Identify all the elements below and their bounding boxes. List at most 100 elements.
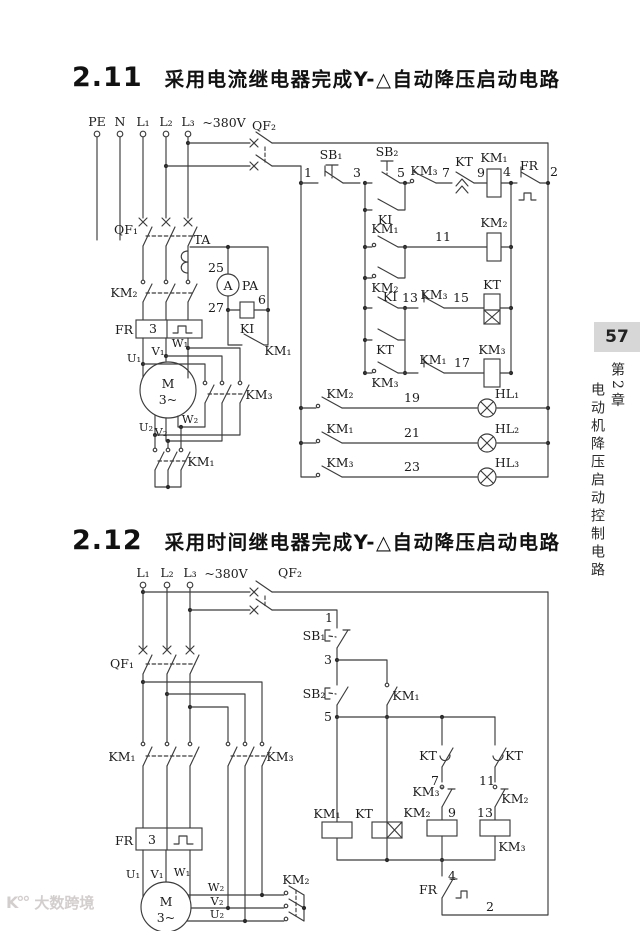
label-kt-delay-no: KT <box>505 748 523 763</box>
label-fr-main: FR <box>115 322 134 337</box>
node-27: 27 <box>208 300 224 315</box>
label-ta: TA <box>194 232 212 247</box>
motor-group: U₁ V₁ W₁ M 3~ KM₃ U₂ V₂ W₂ <box>127 336 273 490</box>
node-11: 11 <box>435 229 451 244</box>
km2-coil-branch: KT 7 KM₃ 9 KM₂ 4 FR 2 <box>403 716 549 916</box>
node-1: 1 <box>304 165 312 180</box>
section-2-12-header: 2.12 采用时间继电器完成Y-△自动降压启动电路 <box>72 525 560 556</box>
label-fr-contact: FR <box>520 158 539 173</box>
label-kt-delay-nc: KT <box>419 748 437 763</box>
label-hl3: HL₃ <box>495 455 519 470</box>
label-km1-coil: KM₁ <box>480 150 507 165</box>
node-3: 3 <box>324 652 332 667</box>
node-25: 25 <box>208 260 224 275</box>
label-km1-star: KM₁ <box>187 454 214 469</box>
label-v1: V₁ <box>151 344 165 358</box>
label-km3-contact: KM₃ <box>410 163 437 178</box>
label-kt-coil: KT <box>355 806 373 821</box>
circuit-diagram-2-12: L₁ L₂ L₃ ~380V QF₂ 1 SB₁ 3 <box>108 565 549 931</box>
section-number: 2.12 <box>72 525 143 556</box>
node-2: 2 <box>486 899 494 914</box>
label-km3-contact-2: KM₃ <box>371 375 398 390</box>
km1-main-contactor: KM₁ <box>108 741 200 829</box>
node-19: 19 <box>404 390 420 405</box>
motor-group-2: U₁ V₁ W₁ M 3~ W₂ V₂ U₂ KM₂ <box>126 849 310 931</box>
control-row-2: KM₁ 11 KM₂ KM₂ <box>362 215 514 295</box>
label-u2: U₂ <box>210 907 224 921</box>
node-1: 1 <box>325 610 333 625</box>
label-l2: L₂ <box>160 565 173 580</box>
section-title: 采用电流继电器完成Y-△自动降压启动电路 <box>164 68 561 91</box>
label-380v: ~380V <box>202 115 246 130</box>
current-transformer-circuit: TA 25 A PA 27 6 KI KM₁ <box>180 232 292 358</box>
hl2-lamp <box>477 433 497 453</box>
page-number: 57 <box>605 327 629 347</box>
node-17: 17 <box>454 355 470 370</box>
km1-coil <box>321 821 353 839</box>
node-7: 7 <box>442 165 450 180</box>
motor <box>139 361 197 419</box>
control-row-1: 1 SB₁ 3 SB₂ 5 KM₃ 7 KT 9 KM₁ 4 FR <box>298 144 558 201</box>
label-u1: U₁ <box>126 867 140 881</box>
node-13: 13 <box>402 290 418 305</box>
circuit-diagram-2-11: PE N L₁ L₂ L₃ ~380V QF₂ 1 SB₁ <box>88 114 558 490</box>
label-sb1: SB₁ <box>320 147 343 162</box>
node-13: 13 <box>477 805 493 820</box>
label-l3: L₃ <box>181 114 194 129</box>
chapter-title: 电动机降压启动控制电路 <box>589 382 605 580</box>
control-rails <box>300 142 549 478</box>
node-15: 15 <box>453 290 469 305</box>
label-w2: W₂ <box>182 412 198 426</box>
label-kt-contact: KT <box>455 154 473 169</box>
control-row-3: KI 13 KM₃ 15 KT KT <box>362 277 514 374</box>
node-6: 6 <box>258 292 266 307</box>
label-fr-3: 3 <box>148 832 156 847</box>
label-km3-main: KM₃ <box>245 387 272 402</box>
label-kt-contact-2: KT <box>376 342 394 357</box>
label-km1-hold: KM₁ <box>392 688 419 703</box>
label-fr-contact: FR <box>419 882 438 897</box>
label-motor-m: M <box>160 894 173 909</box>
label-km3-nc-contact: KM₃ <box>420 287 447 302</box>
section-number: 2.11 <box>72 62 143 93</box>
page-number-tab: 57 <box>594 322 640 352</box>
label-qf1: QF₁ <box>110 656 134 671</box>
watermark-text: 大数跨境 <box>34 894 95 912</box>
label-hl1: HL₁ <box>495 386 519 401</box>
km2-coil <box>426 819 458 837</box>
label-sb1: SB₁ <box>303 628 326 643</box>
label-w2: W₂ <box>208 880 224 894</box>
supply-terminals-2: L₁ L₂ L₃ ~380V <box>136 565 249 651</box>
km3-main-contactor: KM₃ <box>225 741 294 922</box>
section-title: 采用时间继电器完成Y-△自动降压启动电路 <box>164 531 561 554</box>
hl3-lamp <box>477 467 497 487</box>
label-ki-contact-2: KI <box>383 289 397 304</box>
qf2-breaker: QF₂ <box>165 118 549 184</box>
label-motor-3ph: 3~ <box>159 392 177 407</box>
label-km3-nc: KM₃ <box>412 784 439 799</box>
watermark-logo-icon: K°° <box>6 893 30 912</box>
qf1-breaker: QF₁ <box>114 217 198 281</box>
label-hl2: HL₂ <box>495 421 519 436</box>
label-motor-m: M <box>162 376 175 391</box>
ki-coil <box>239 301 255 319</box>
node-3: 3 <box>353 165 361 180</box>
label-n: N <box>115 114 126 129</box>
label-v2: V₂ <box>210 894 224 908</box>
label-km1-nc-contact: KM₁ <box>419 352 446 367</box>
node-5: 5 <box>324 709 332 724</box>
label-qf2: QF₂ <box>252 118 276 133</box>
label-qf1: QF₁ <box>114 222 138 237</box>
control-column: 1 SB₁ 3 SB₂ 5 KM₁ <box>303 610 496 724</box>
label-sb2: SB₂ <box>303 686 326 701</box>
km3-coil <box>479 819 511 837</box>
km2-coil <box>486 232 502 262</box>
watermark: K°° 大数跨境 <box>6 892 94 913</box>
label-km2-contact: KM₂ <box>371 280 398 295</box>
chapter-number: 第2章 <box>609 362 625 411</box>
label-km3-coil: KM₃ <box>478 342 505 357</box>
label-fr-3: 3 <box>149 321 157 336</box>
node-5: 5 <box>397 165 405 180</box>
label-l2: L₂ <box>159 114 172 129</box>
